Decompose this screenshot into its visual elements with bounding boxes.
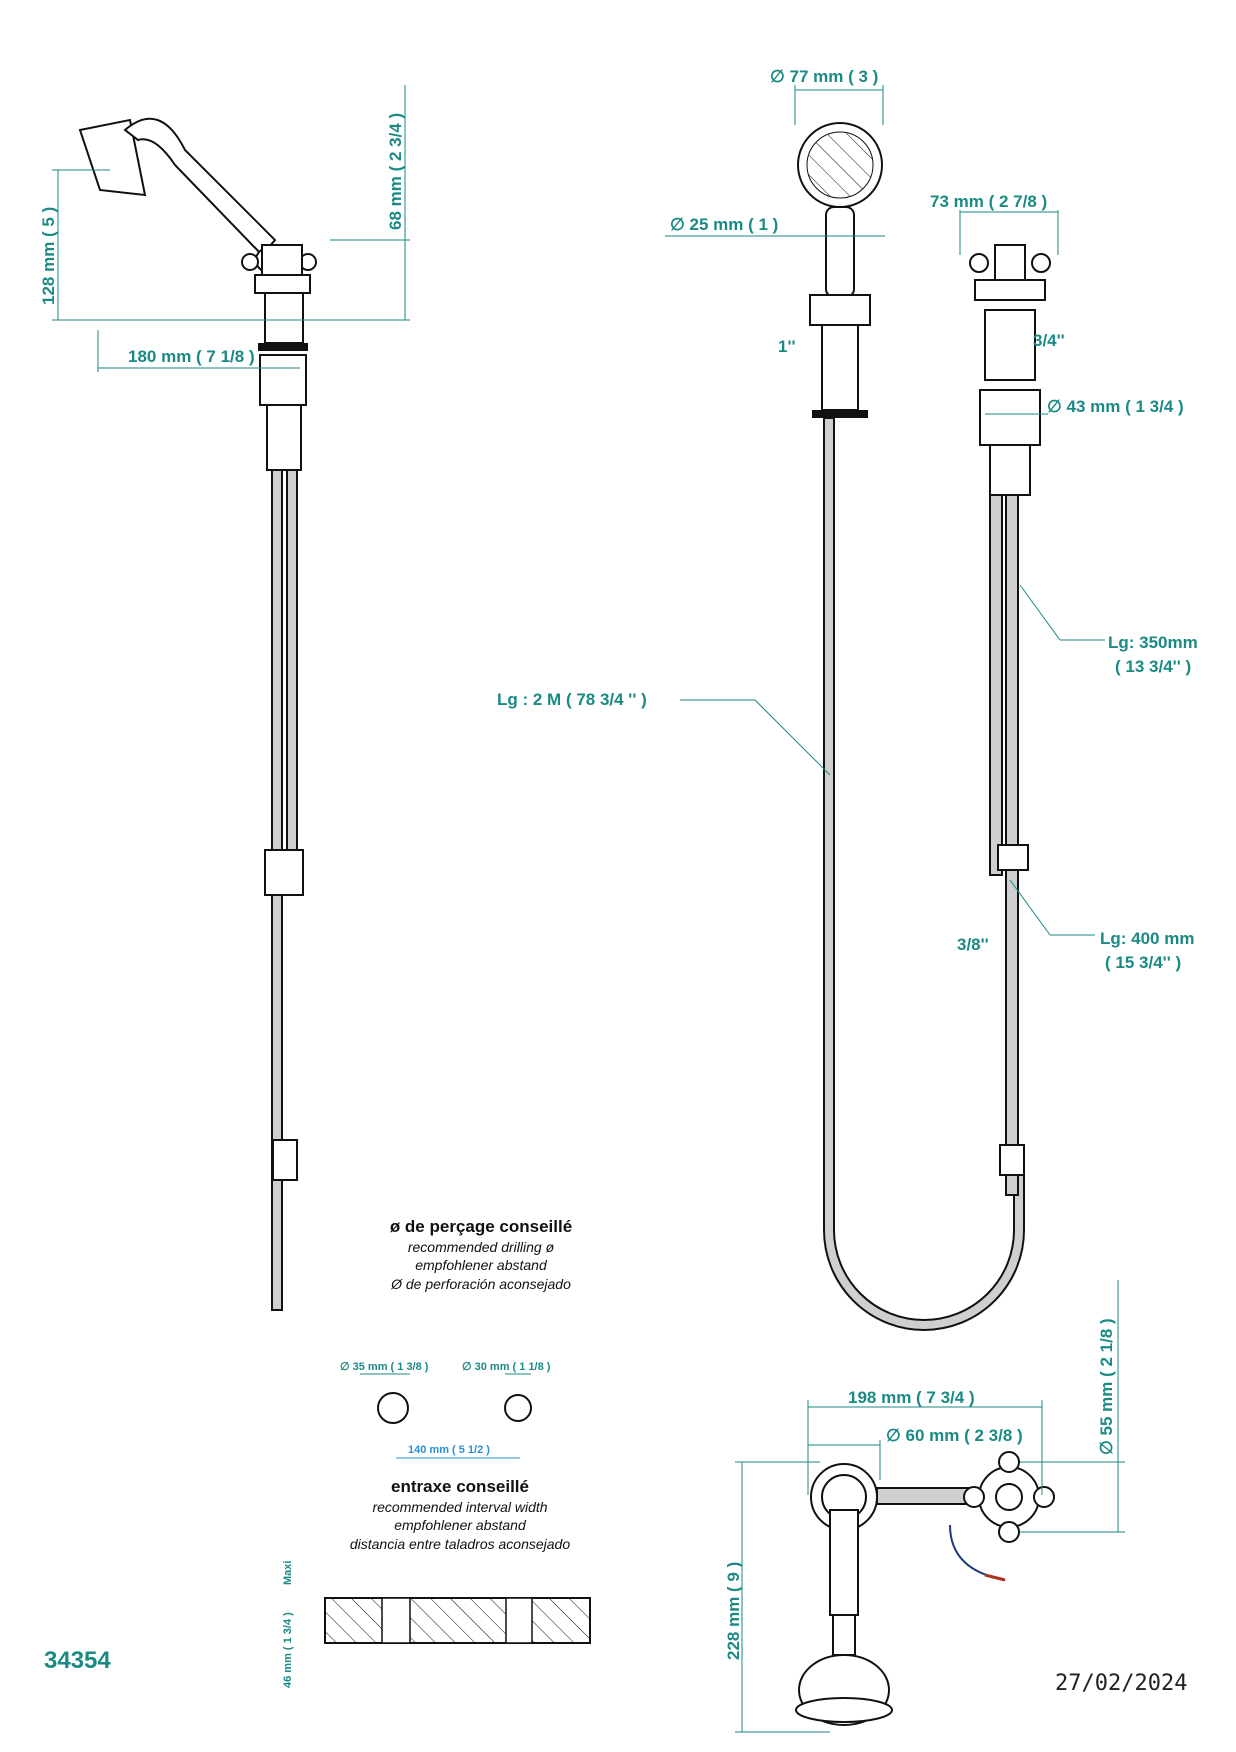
interval-section: entraxe conseillé recommended interval w… [282, 1477, 591, 1688]
label-hose-400-line1: Lg: 400 mm [1100, 929, 1194, 948]
label-hose-400-line2: ( 15 3/4'' ) [1105, 953, 1181, 972]
side-view: 128 mm ( 5 ) 68 mm ( 2 3/4 ) 180 mm ( 7 … [39, 85, 410, 1311]
front-view: ∅ 77 mm ( 3 ) ∅ 25 mm ( 1 ) 73 mm ( 2 7/… [497, 67, 1198, 1331]
label-thread-3-4: 3/4'' [1033, 331, 1065, 350]
cross-handle-top [963, 1451, 1055, 1543]
label-thread-1: 1'' [778, 337, 796, 356]
hose-side-right [286, 469, 298, 851]
product-code: 34354 [44, 1647, 111, 1674]
interval-de: empfohlener abstand [394, 1517, 527, 1533]
dim-hole-30: ∅ 30 mm ( 1 1/8 ) [462, 1361, 551, 1373]
label-thread-3-8: 3/8'' [957, 935, 989, 954]
dim-handle-55: ∅ 55 mm ( 2 1/8 ) [1097, 1318, 1116, 1455]
label-hose-2m: Lg : 2 M ( 78 3/4 '' ) [497, 690, 647, 709]
dim-height-top: 68 mm ( 2 3/4 ) [386, 113, 405, 230]
drill-hole-30 [504, 1394, 532, 1422]
interval-title: entraxe conseillé [391, 1477, 529, 1496]
drill-hole-35 [377, 1392, 409, 1424]
hose-350 [989, 494, 1003, 876]
interval-es: distancia entre taladros aconsejado [350, 1536, 570, 1552]
drilling-section: ø de perçage conseillé recommended drill… [340, 1217, 572, 1459]
dim-spacing-140: 140 mm ( 5 1/2 ) [408, 1444, 490, 1456]
countertop-section [324, 1597, 591, 1644]
drawing-date: 27/02/2024 [1055, 1671, 1187, 1696]
drilling-en: recommended drilling ø [408, 1239, 555, 1255]
dim-handle-diameter: ∅ 25 mm ( 1 ) [670, 215, 778, 234]
dim-depth-228: 228 mm ( 9 ) [724, 1562, 743, 1660]
drilling-de: empfohlener abstand [415, 1257, 548, 1273]
dim-body-diameter: ∅ 43 mm ( 1 3/4 ) [1047, 397, 1184, 416]
dim-valve-width: 73 mm ( 2 7/8 ) [930, 192, 1047, 211]
label-maxi: Maxi [282, 1561, 294, 1585]
dim-height-head: 128 mm ( 5 ) [39, 207, 58, 305]
dim-rosette-60: ∅ 60 mm ( 2 3/8 ) [886, 1426, 1023, 1445]
dim-thickness-46: 46 mm ( 1 3/4 ) [282, 1612, 294, 1688]
drilling-title: ø de perçage conseillé [390, 1217, 572, 1236]
interval-en: recommended interval width [372, 1499, 547, 1515]
top-view: 198 mm ( 7 3/4 ) ∅ 60 mm ( 2 3/8 ) ∅ 55 … [724, 1280, 1125, 1733]
label-hose-350-line2: ( 13 3/4'' ) [1115, 657, 1191, 676]
dim-hole-35: ∅ 35 mm ( 1 3/8 ) [340, 1361, 429, 1373]
dim-reach: 180 mm ( 7 1/8 ) [128, 347, 255, 366]
mixer-valve [969, 244, 1051, 496]
hose-2m [823, 417, 1025, 1331]
dim-width-198: 198 mm ( 7 3/4 ) [848, 1388, 975, 1407]
hand-shower-side [78, 117, 317, 471]
dim-head-diameter: ∅ 77 mm ( 3 ) [770, 67, 878, 86]
drilling-es: Ø de perforación aconsejado [390, 1276, 571, 1292]
label-hose-350-line1: Lg: 350mm [1108, 633, 1198, 652]
